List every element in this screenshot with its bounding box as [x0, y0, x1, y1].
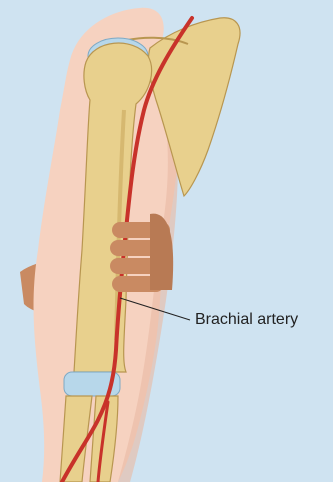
examiner-fingers: [110, 214, 173, 292]
brachial-artery-label: Brachial artery: [195, 310, 298, 330]
